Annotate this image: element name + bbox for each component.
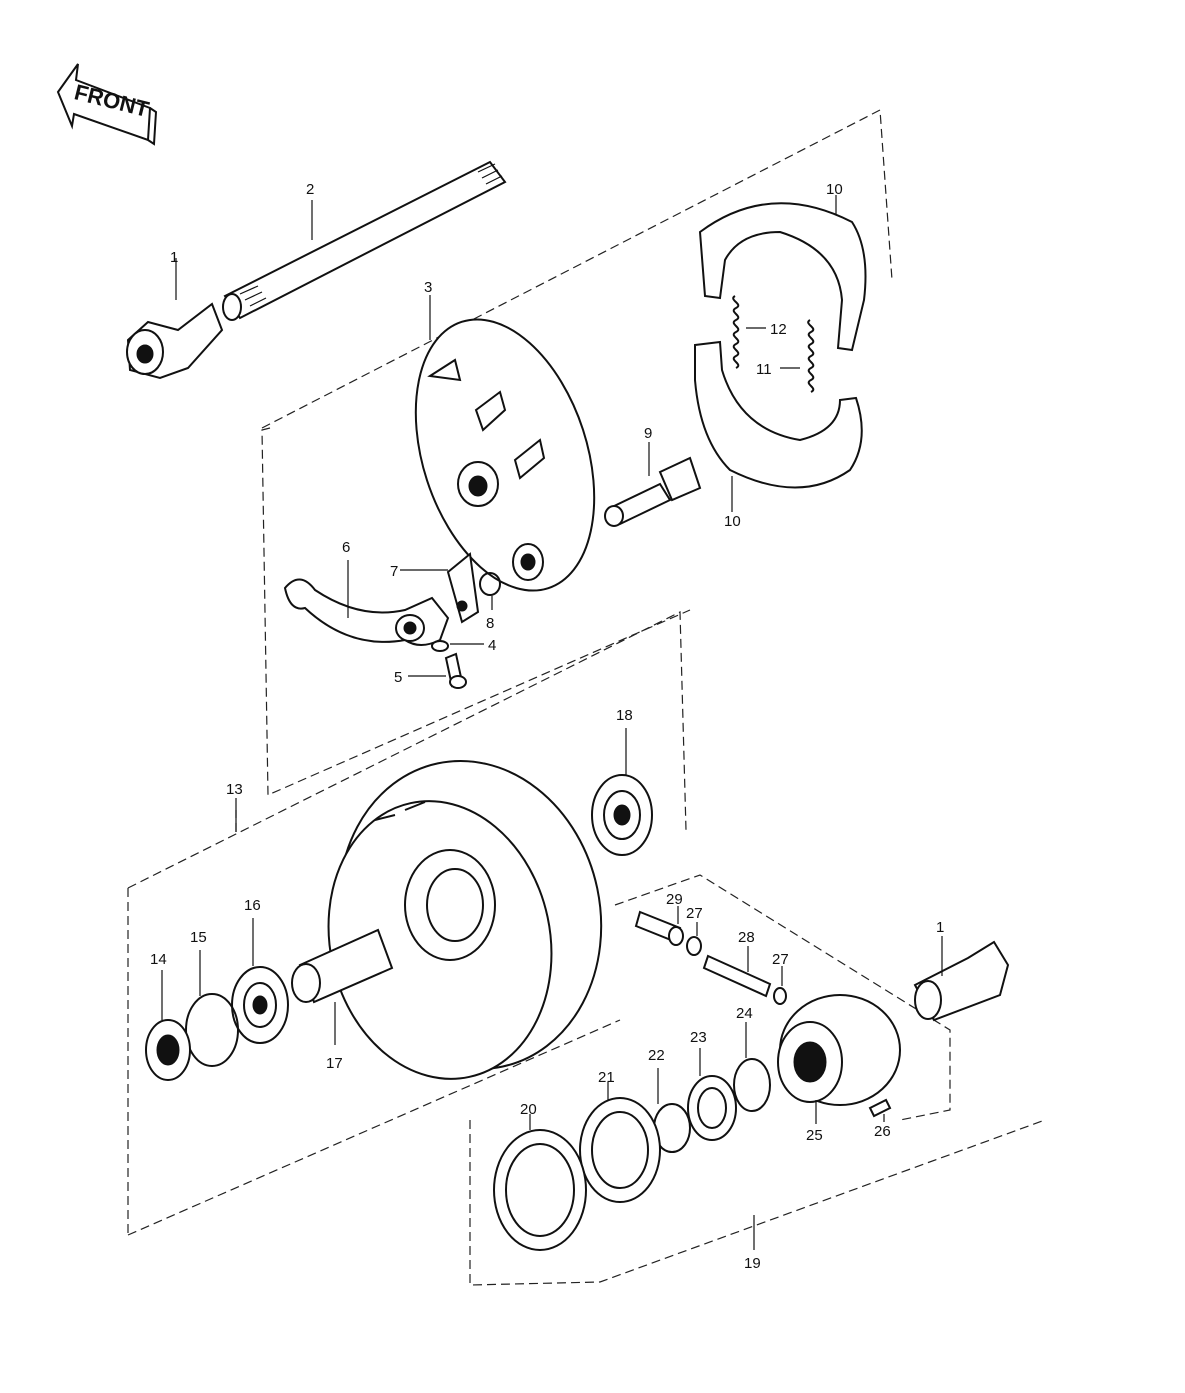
washer-27a (686, 922, 702, 956)
circlip-15 (185, 950, 239, 1067)
callout-28: 28 (738, 929, 755, 946)
brake-camshaft (604, 442, 702, 527)
callout-5: 5 (394, 669, 402, 686)
brake-shoe-upper (698, 195, 867, 352)
callout-29: 29 (666, 891, 683, 908)
callout-20: 20 (520, 1101, 537, 1118)
brake-panel (414, 295, 596, 592)
callout-18: 18 (616, 707, 633, 724)
brake-arm (283, 560, 450, 646)
callout-19: 19 (744, 1255, 761, 1272)
callout-23: 23 (690, 1029, 707, 1046)
axle-nut-left (126, 258, 224, 380)
speedometer-gear-housing (777, 994, 901, 1124)
bolt-5 (408, 652, 467, 689)
callout-17: 17 (326, 1055, 343, 1072)
washer-24 (733, 1022, 771, 1112)
callout-4: 4 (488, 637, 496, 654)
callout-10-upper: 10 (826, 181, 843, 198)
callout-2: 2 (306, 181, 314, 198)
callout-3: 3 (424, 279, 432, 296)
axle-nut-right (913, 936, 1010, 1022)
washer-23 (687, 1048, 737, 1141)
callout-12: 12 (770, 321, 787, 338)
callout-1: 1 (170, 249, 178, 266)
callout-22: 22 (648, 1047, 665, 1064)
bearing-16 (231, 918, 289, 1044)
spring-11 (780, 319, 815, 393)
wear-indicator (400, 552, 480, 624)
callout-27-lower: 27 (772, 951, 789, 968)
oil-seal-14 (145, 970, 191, 1081)
callout-11: 11 (756, 361, 772, 378)
front-arrow-icon: FRONT (56, 63, 158, 146)
callout-25: 25 (806, 1127, 823, 1144)
callouts: 1 2 3 4 5 6 7 8 9 10 10 11 12 13 14 15 1… (150, 181, 944, 1272)
hub-spacer (291, 928, 394, 1045)
speedometer-pinion-28 (702, 946, 772, 998)
washer-27b (773, 966, 787, 1005)
axle-shaft (222, 160, 507, 321)
callout-14: 14 (150, 951, 167, 968)
dust-seal-20 (493, 1114, 587, 1251)
spring-12 (732, 295, 766, 369)
callout-21: 21 (598, 1069, 615, 1086)
callout-6: 6 (342, 539, 350, 556)
callout-8: 8 (486, 615, 494, 632)
callout-9: 9 (644, 425, 652, 442)
callout-16: 16 (244, 897, 261, 914)
callout-1-right: 1 (936, 919, 944, 936)
callout-10-lower: 10 (724, 513, 741, 530)
callout-27-upper: 27 (686, 905, 703, 922)
bearing-18 (591, 728, 653, 856)
o-ring-8 (479, 572, 501, 610)
brake-shoe-lower (694, 340, 863, 512)
callout-7: 7 (390, 563, 398, 580)
callout-13: 13 (226, 781, 243, 798)
callout-15: 15 (190, 929, 207, 946)
callout-24: 24 (736, 1005, 753, 1022)
wheel-hub (235, 759, 603, 1080)
callout-26: 26 (874, 1123, 891, 1140)
pin-26 (868, 1098, 892, 1122)
washer-4 (431, 640, 484, 652)
speedometer-pinion-bushing-29 (634, 906, 684, 946)
oil-seal-21 (579, 1082, 661, 1203)
